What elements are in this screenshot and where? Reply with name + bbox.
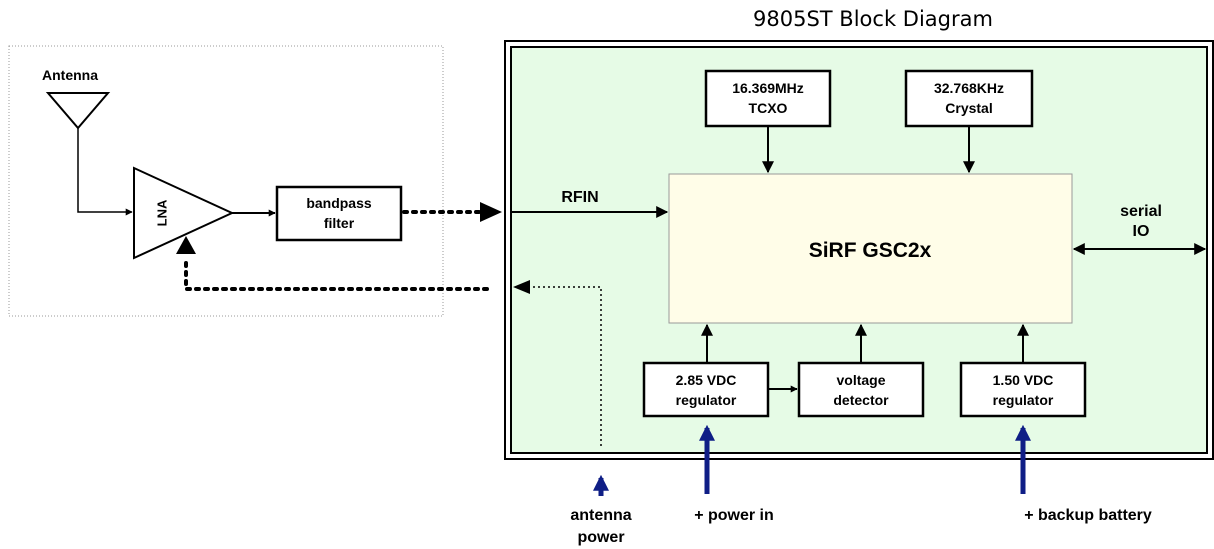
chip-label: SiRF GSC2x: [809, 239, 932, 262]
bandpass-filter-box: bandpass filter: [275, 185, 403, 242]
rfin-label: RFIN: [561, 189, 598, 206]
antenna-label: Antenna: [42, 67, 98, 83]
lna-bias-arrowhead: [176, 236, 196, 254]
regulator-285-box: 2.85 VDC regulator: [642, 361, 770, 418]
antenna-power-dotted-link: [184, 260, 489, 291]
sirf-chip-box: SiRF GSC2x: [668, 173, 1073, 324]
regulator-150-box: 1.50 VDC regulator: [959, 361, 1087, 418]
lna-amplifier: LNA: [133, 166, 235, 260]
antenna-module-frame: [8, 45, 444, 317]
lna-label: LNA: [154, 199, 169, 226]
reg150-label-line2: regulator: [993, 392, 1054, 408]
reg285-label-line2: regulator: [676, 392, 737, 408]
detector-label-line1: voltage: [836, 372, 885, 388]
power-in-label: + power in: [694, 507, 774, 524]
rf-link-arrowhead: [480, 202, 502, 222]
diagram-title: 9805ST Block Diagram: [753, 7, 993, 31]
serial-label-line2: IO: [1133, 223, 1150, 240]
reg150-label-line1: 1.50 VDC: [993, 372, 1054, 388]
antenna-power-internal-arrowhead: [513, 280, 530, 294]
crystal-label-line2: Crystal: [945, 100, 992, 116]
serial-label-line1: serial: [1120, 203, 1162, 220]
antenna-icon: [45, 92, 111, 130]
tcxo-box: 16.369MHz TCXO: [704, 69, 832, 128]
crystal-label-line1: 32.768KHz: [934, 80, 1004, 96]
antenna-to-lna-line: [77, 128, 133, 216]
reg285-label-line1: 2.85 VDC: [676, 372, 737, 388]
tcxo-label-line1: 16.369MHz: [732, 80, 804, 96]
tcxo-label-line2: TCXO: [749, 100, 788, 116]
antenna-power-label-line2: power: [577, 529, 624, 546]
detector-label-line2: detector: [833, 392, 889, 408]
antenna-power-label-line1: antenna: [570, 507, 631, 524]
antenna-power-internal-line: [530, 286, 602, 446]
crystal-box: 32.768KHz Crystal: [904, 69, 1034, 128]
filter-label-line2: filter: [324, 215, 355, 231]
voltage-detector-box: voltage detector: [797, 361, 925, 418]
filter-label-line1: bandpass: [306, 195, 372, 211]
backup-battery-label: + backup battery: [1024, 507, 1152, 524]
module-outer-border: [504, 40, 1214, 460]
